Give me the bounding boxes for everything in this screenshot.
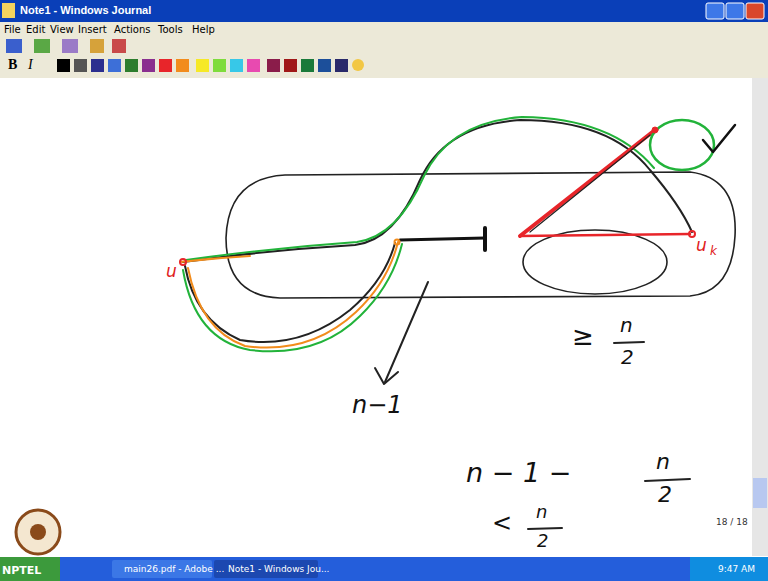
clock: 9:47 AM <box>718 565 755 575</box>
math-note: n − 1 − <box>466 458 571 488</box>
menu-item: Actions <box>114 24 151 35</box>
window-title: Note1 - Windows Journal <box>20 4 151 16</box>
task-label: main26.pdf - Adobe ... <box>124 565 224 575</box>
menu-item: View <box>50 24 74 35</box>
nptel-label: NPTEL <box>2 565 41 577</box>
scrollbar <box>752 78 768 556</box>
title-bar <box>0 0 768 22</box>
toolbar-area <box>0 22 768 78</box>
tool-icons <box>6 39 126 53</box>
vertex-subscript: k <box>710 245 717 258</box>
nptel-logo <box>30 524 46 540</box>
math-note: n <box>620 314 633 336</box>
math-note: < <box>492 510 512 536</box>
bold-button: B <box>8 57 17 72</box>
math-note: 2 <box>621 346 634 368</box>
handwritten-graph <box>180 117 735 529</box>
nptel-logo <box>16 510 60 554</box>
italic-button: I <box>28 57 33 72</box>
math-note: 2 <box>537 531 548 551</box>
tray <box>690 557 768 581</box>
minimize-button <box>706 3 724 19</box>
maximize-button <box>726 3 744 19</box>
math-note: ≥ <box>572 322 594 351</box>
vertex-label: u <box>166 262 177 281</box>
math-note: 2 <box>658 483 672 507</box>
color-swatches <box>57 59 364 72</box>
menu-item: Tools <box>158 24 183 35</box>
math-note: n <box>536 502 547 522</box>
page-counter: 18 / 18 <box>716 518 748 528</box>
taskbar <box>0 557 768 581</box>
task-label: Note1 - Windows Jou... <box>228 565 329 575</box>
menu-item: File <box>4 24 21 35</box>
menu-item: Help <box>192 24 215 35</box>
app-icon <box>2 3 15 18</box>
menu-item: Insert <box>78 24 107 35</box>
math-note: n <box>656 450 670 474</box>
scroll-thumb <box>753 478 767 508</box>
count-note: n−1 <box>352 392 403 418</box>
vertex-label: u <box>696 236 707 255</box>
close-button <box>746 3 764 19</box>
start-button <box>0 557 60 581</box>
menu-item: Edit <box>26 24 45 35</box>
